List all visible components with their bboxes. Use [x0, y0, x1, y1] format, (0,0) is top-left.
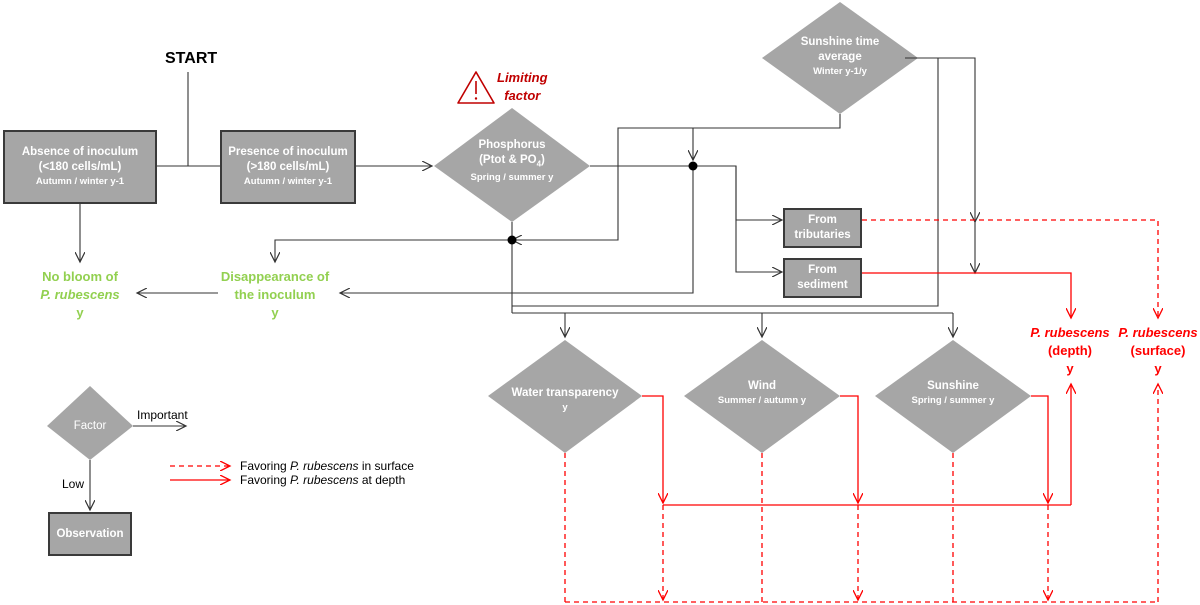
- sunshine-time-diamond: [762, 2, 918, 114]
- warning-icon: [457, 71, 495, 104]
- sediment-box: From sediment: [783, 258, 862, 298]
- observation-box: Observation: [48, 512, 132, 556]
- tributaries-box: From tributaries: [783, 208, 862, 248]
- wind-title: Wind: [748, 380, 776, 392]
- legend-depth-text: Favoring P. rubescens at depth: [240, 473, 406, 487]
- depth-outcome: P. rubescens (depth) y: [1030, 325, 1110, 376]
- sunshine-label: Sunshine Spring / summer y: [888, 379, 1018, 408]
- observation-label: Observation: [56, 527, 124, 540]
- sunshine-season: Spring / summer y: [911, 395, 995, 406]
- water-transparency-season: y: [562, 402, 568, 413]
- presence-season: Autumn / winter y-1: [243, 176, 333, 187]
- phosphorus-season: Spring / summer y: [470, 172, 554, 184]
- absence-count: (<180 cells/mL): [38, 161, 122, 173]
- limiting-factor-line2: factor: [504, 88, 541, 103]
- tributaries-line2: tributaries: [794, 229, 851, 241]
- tributaries-line1: From: [808, 214, 837, 226]
- phosphorus-title: Phosphorus: [478, 139, 546, 151]
- legend-surface-text: Favoring P. rubescens in surface: [240, 459, 414, 473]
- sunshine-diamond: [875, 340, 1031, 453]
- presence-inoculum-box: Presence of inoculum (>180 cells/mL) Aut…: [220, 130, 356, 204]
- sunshine-title: Sunshine: [927, 380, 979, 392]
- absence-inoculum-box: Absence of inoculum (<180 cells/mL) Autu…: [3, 130, 157, 204]
- water-transparency-diamond: [488, 340, 642, 453]
- limiting-factor-line1: Limiting: [497, 70, 548, 85]
- phosphorus-label: Phosphorus (Ptot & PO4) Spring / summer …: [452, 138, 572, 185]
- limiting-factor-label: Limiting factor: [497, 69, 548, 105]
- legend-factor-label: Factor: [73, 420, 107, 432]
- disappearance-outcome: Disappearance of the inoculum y: [220, 269, 330, 320]
- wind-diamond: [684, 340, 840, 453]
- legend-factor-diamond: [47, 386, 133, 460]
- water-transparency-label: Water transparency y: [500, 386, 630, 415]
- depth-arrows: [170, 272, 1071, 506]
- sunshine-time-line2: average: [818, 51, 862, 63]
- sunshine-time-label: Sunshine time average Winter y-1/y: [780, 35, 900, 79]
- black-connectors: [80, 57, 975, 510]
- phosphorus-sub: (Ptot & PO4): [479, 154, 545, 169]
- junction-dot: [688, 161, 698, 171]
- sediment-line2: sediment: [797, 279, 848, 291]
- presence-title: Presence of inoculum: [228, 146, 348, 158]
- wind-label: Wind Summer / autumn y: [697, 379, 827, 408]
- wind-season: Summer / autumn y: [717, 395, 807, 406]
- absence-title: Absence of inoculum: [21, 146, 139, 158]
- start-label: START: [165, 50, 218, 67]
- surface-arrows: [170, 219, 1158, 603]
- no-bloom-outcome: No bloom of P. rubescens y: [40, 269, 120, 320]
- surface-outcome: P. rubescens (surface) y: [1118, 325, 1198, 376]
- water-transparency-title: Water transparency: [511, 387, 619, 399]
- sediment-line1: From: [808, 264, 837, 276]
- presence-count: (>180 cells/mL): [246, 161, 330, 173]
- legend-important: Important: [137, 408, 188, 422]
- legend-low: Low: [62, 477, 85, 491]
- sunshine-time-line1: Sunshine time: [800, 36, 880, 48]
- phosphorus-diamond: [434, 108, 590, 222]
- junction-dot: [507, 235, 517, 245]
- absence-season: Autumn / winter y-1: [35, 176, 125, 187]
- sunshine-time-season: Winter y-1/y: [813, 66, 867, 77]
